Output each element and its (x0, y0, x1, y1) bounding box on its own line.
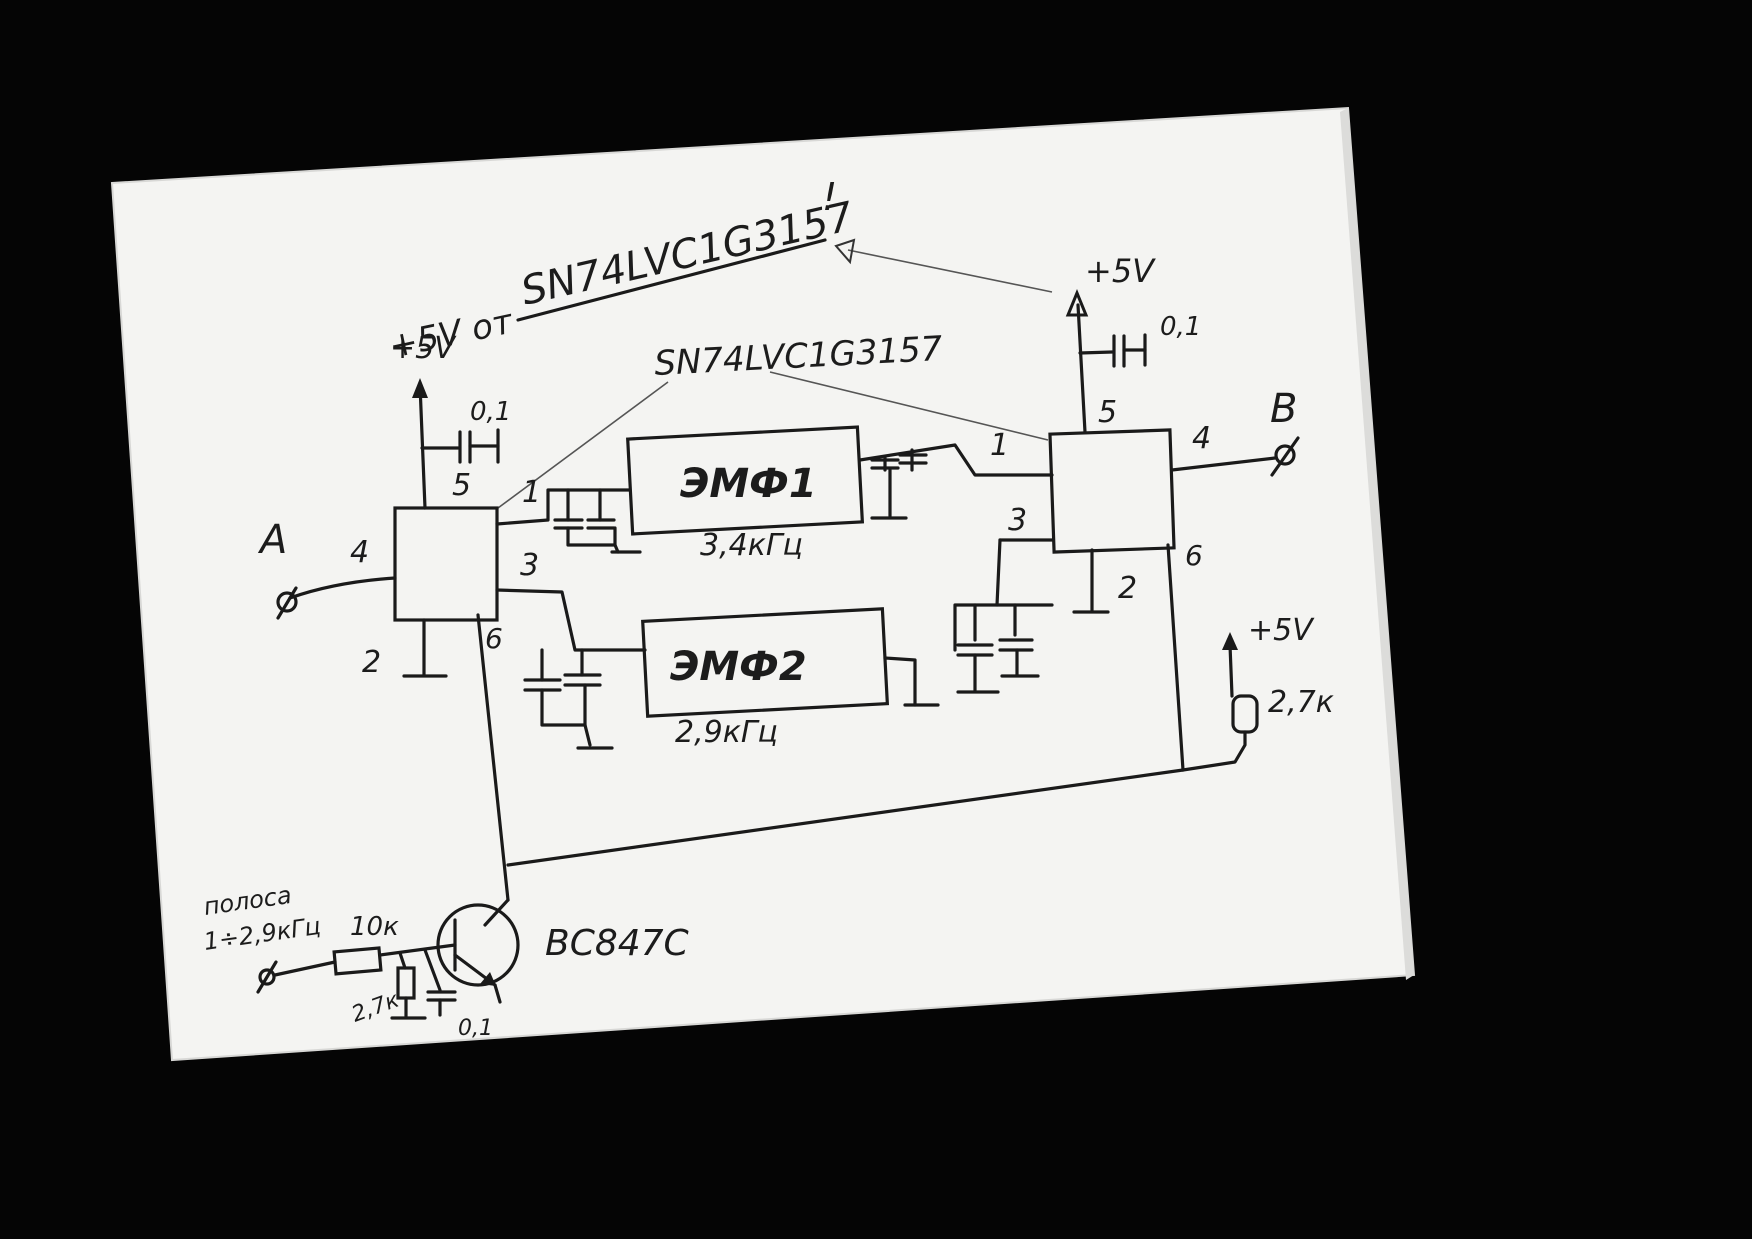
right-pin6-wire (1166, 543, 1185, 772)
left-pin-2: 2 (362, 645, 381, 680)
right-cap-value: 0,1 (1160, 312, 1201, 342)
transistor-part: BC847C (545, 923, 690, 964)
filter2-in-gnd-line (583, 723, 592, 747)
transistor-collector (483, 898, 510, 927)
right-supply-label: +5V (1085, 252, 1156, 290)
title-underline (516, 238, 827, 322)
left-pin-3: 3 (520, 548, 539, 583)
right-pin-6: 6 (1185, 539, 1203, 572)
shunt-branch-wire (398, 948, 442, 992)
filter1-input-wire (495, 488, 632, 526)
right-pin-1: 1 (990, 428, 1009, 463)
series-resistor (332, 946, 383, 976)
title-pointer-line (847, 249, 1053, 293)
filter2-ground-wire (883, 656, 917, 707)
filter1-name: ЭМФ1 (680, 461, 817, 507)
chip-label-leader-right (769, 371, 1049, 441)
left-cap-value: 0,1 (470, 397, 511, 427)
filter2-freq: 2,9кГц (675, 715, 778, 750)
control-bus-bottom (506, 768, 1185, 867)
transistor-body (436, 903, 520, 987)
filter2-input-wire (495, 588, 647, 652)
filter2-out-gnd-wire (973, 648, 1019, 692)
filter1-freq: 3,4кГц (700, 528, 803, 563)
left-supply-label: +5V (390, 331, 457, 366)
title-exclaim: ! (822, 175, 837, 219)
shunt-cap-value: 0,1 (458, 1016, 493, 1041)
terminal-b-slash (1270, 436, 1300, 477)
right-pin-5: 5 (1098, 395, 1117, 430)
filter2-body (641, 607, 890, 718)
right-supply-line (1076, 303, 1087, 434)
filter1-body (626, 425, 865, 536)
title-pointer-arrowhead (834, 238, 856, 265)
filter1-output-wire (858, 443, 1054, 477)
control-bus-top (1181, 730, 1247, 772)
control-input-terminal[interactable] (258, 968, 276, 986)
left-pin4-wire (288, 576, 397, 600)
control-input-wire (273, 960, 337, 977)
left-pin-4: 4 (350, 535, 369, 570)
filter2-name: ЭМФ2 (670, 644, 807, 690)
right-chip-body (1048, 428, 1176, 554)
right-pin4-wire (1170, 456, 1277, 472)
right-cap-lead (1078, 350, 1114, 355)
pullup-supply-arrowhead (1222, 632, 1238, 650)
left-supply-arrowhead (412, 378, 428, 398)
filter2-in-cap-wire (540, 648, 587, 727)
pullup-supply-label: +5V (1248, 613, 1315, 648)
left-pin6-wire (476, 613, 510, 902)
right-pin-2: 2 (1118, 571, 1137, 606)
control-input-slash (256, 960, 278, 994)
left-pin-6: 6 (485, 622, 503, 655)
chip-label-leader-left (497, 381, 669, 509)
left-chip-body (393, 506, 499, 622)
right-pin-4: 4 (1192, 421, 1211, 456)
right-pin3-stub (995, 538, 1002, 607)
transistor-emitter-arrow (480, 972, 496, 986)
paper-fold-shadow (1340, 108, 1414, 980)
base-wire (378, 943, 457, 957)
pullup-resistor-value: 2,7к (1268, 685, 1334, 720)
series-resistor-value: 10к (350, 912, 399, 942)
right-pin-3: 3 (1008, 503, 1027, 538)
pullup-resistor (1231, 694, 1259, 734)
right-supply-arrowhead (1065, 289, 1089, 317)
terminal-a-slash (276, 586, 298, 620)
filter1-in-cap-gnd-wire (566, 526, 617, 547)
transistor-emitter-ground (493, 983, 502, 1004)
pullup-supply-line (1228, 643, 1234, 698)
left-pin-5: 5 (452, 468, 471, 503)
terminal-b[interactable] (1274, 444, 1296, 466)
filter2-out-cap-wire (973, 603, 1017, 642)
filter2-output-wire (953, 603, 1054, 652)
terminal-a-label: A (257, 517, 287, 563)
terminal-b-label: B (1270, 386, 1297, 432)
terminal-a[interactable] (276, 591, 298, 613)
left-pin-1: 1 (522, 475, 541, 510)
